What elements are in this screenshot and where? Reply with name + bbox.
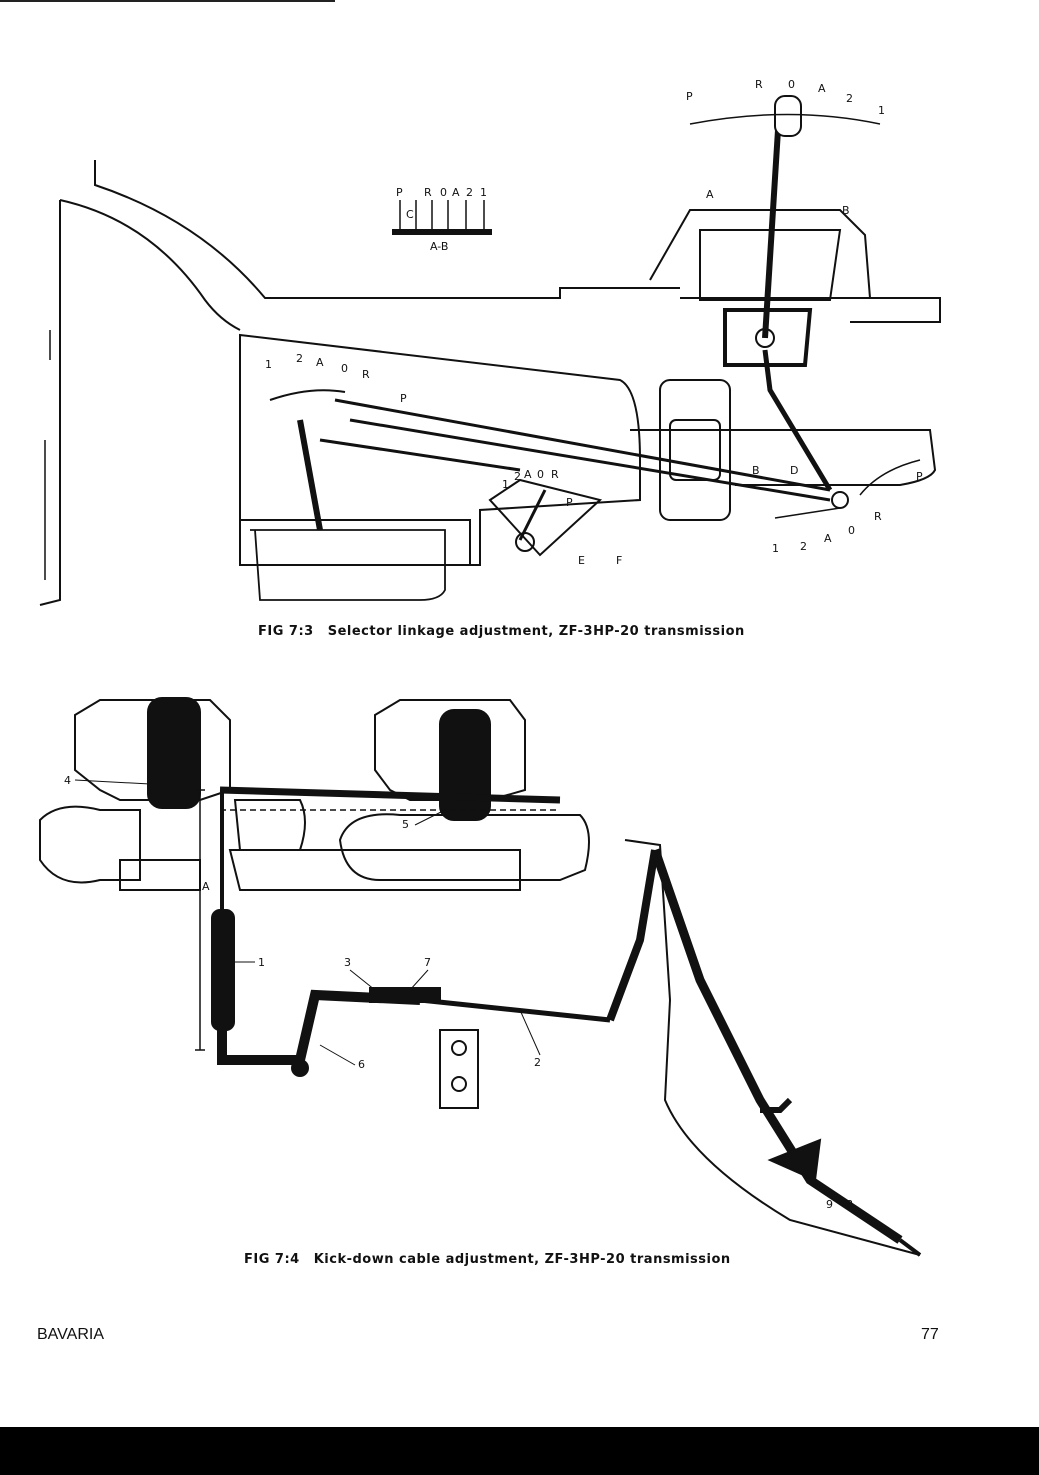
svg-text:2: 2 (514, 470, 521, 483)
svg-text:B: B (752, 464, 760, 477)
svg-text:P: P (566, 496, 573, 509)
svg-text:P: P (396, 186, 403, 199)
svg-text:1: 1 (258, 956, 265, 969)
figure-7-3-caption: FIG 7:3 Selector linkage adjustment, ZF-3… (258, 624, 745, 639)
svg-text:P: P (400, 392, 407, 405)
svg-text:7: 7 (424, 956, 431, 969)
svg-text:0: 0 (341, 362, 348, 375)
lever-scale-p: P (686, 90, 693, 103)
svg-text:1: 1 (772, 542, 779, 555)
svg-text:9: 9 (826, 1198, 833, 1211)
svg-text:A: A (452, 186, 460, 199)
figure-7-3-number: FIG 7:3 (258, 624, 314, 639)
svg-text:C: C (406, 208, 414, 221)
lever-scale-2: 2 (846, 92, 853, 105)
svg-text:P: P (916, 470, 923, 483)
svg-text:2: 2 (800, 540, 807, 553)
figure-7-4-drawing: 4 5 1 3 7 2 6 9 8 A (0, 680, 1039, 1270)
svg-text:0: 0 (537, 468, 544, 481)
svg-text:2: 2 (466, 186, 473, 199)
svg-text:8: 8 (846, 1198, 853, 1211)
lever-scale-1: 1 (878, 104, 885, 117)
svg-text:A: A (524, 468, 532, 481)
svg-text:6: 6 (358, 1058, 365, 1071)
svg-text:4: 4 (64, 774, 71, 787)
dimension-label: A (202, 880, 210, 893)
figure-7-3-drawing: P R 0 A 2 1 P R 0 A 2 1 C A-B 1 2 A 0 R … (0, 60, 1039, 620)
figure-7-4-title: Kick-down cable adjustment, ZF-3HP-20 tr… (313, 1252, 731, 1267)
lever-scale-a: A (818, 82, 826, 95)
svg-text:1: 1 (502, 478, 509, 491)
svg-text:D: D (790, 464, 798, 477)
svg-text:0: 0 (848, 524, 855, 537)
svg-text:R: R (874, 510, 882, 523)
footer-left: BAVARIA (37, 1326, 104, 1343)
scan-border (0, 1427, 1039, 1475)
svg-text:A: A (824, 532, 832, 545)
svg-text:B: B (842, 204, 850, 217)
svg-text:5: 5 (402, 818, 409, 831)
svg-text:A: A (706, 188, 714, 201)
figure-7-4-caption: FIG 7:4 Kick-down cable adjustment, ZF-3H… (244, 1252, 731, 1267)
svg-text:0: 0 (440, 186, 447, 199)
top-rule (0, 0, 335, 2)
svg-text:R: R (424, 186, 432, 199)
figure-7-4-number: FIG 7:4 (244, 1252, 300, 1267)
svg-text:A-B: A-B (430, 240, 448, 253)
svg-text:A: A (316, 356, 324, 369)
svg-text:2: 2 (534, 1056, 541, 1069)
svg-text:2: 2 (296, 352, 303, 365)
svg-text:R: R (362, 368, 370, 381)
svg-text:1: 1 (480, 186, 487, 199)
figure-7-3-title: Selector linkage adjustment, ZF-3HP-20 t… (327, 624, 745, 639)
lever-scale-0: 0 (788, 78, 795, 91)
svg-text:E: E (578, 554, 585, 567)
page-number: 77 (921, 1326, 939, 1343)
svg-text:R: R (551, 468, 559, 481)
svg-text:1: 1 (265, 358, 272, 371)
svg-text:3: 3 (344, 956, 351, 969)
lever-scale-r: R (755, 78, 763, 91)
svg-text:F: F (616, 554, 622, 567)
